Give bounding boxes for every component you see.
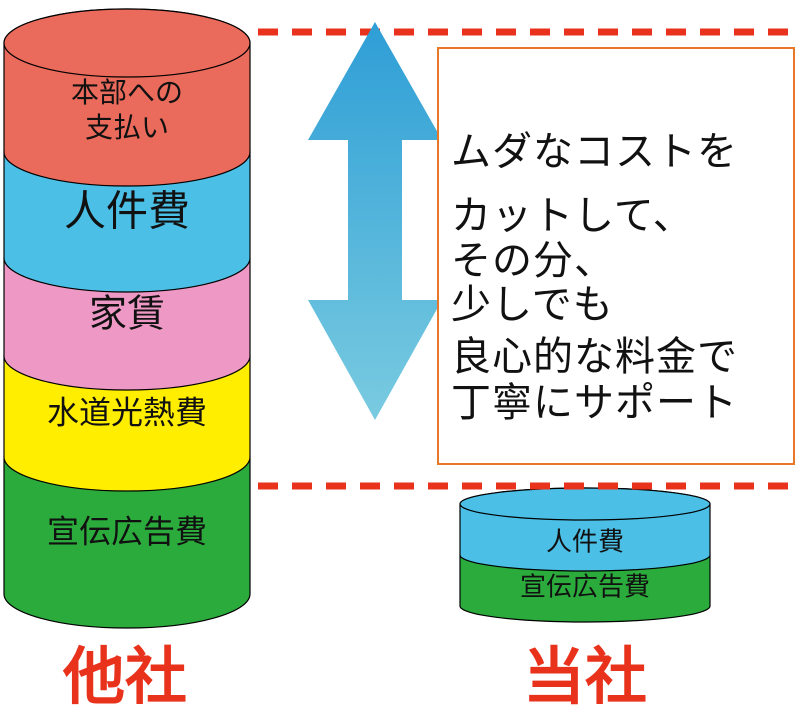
others-company-label: 他社 xyxy=(62,640,187,713)
cylinder-segment-label: 宣伝広告費 xyxy=(47,513,207,551)
message-line: 丁寧にサポート xyxy=(451,380,738,426)
cylinder-segment-label: 水道光熱費 xyxy=(47,394,207,432)
cylinder-segment-label: 宣伝広告費 xyxy=(520,573,650,603)
cylinder-segment-label: 家賃 xyxy=(89,291,165,335)
message-line: カットして、 xyxy=(451,193,694,239)
ours-company-label: 当社 xyxy=(523,640,647,713)
message-line: ムダなコストを xyxy=(451,129,738,175)
message-line: 良心的な料金で xyxy=(451,334,738,380)
message-line: 少しでも xyxy=(451,282,614,328)
cylinder-segment-label: 人件費 xyxy=(546,528,624,558)
cylinder-segment-label: 人件費 xyxy=(64,187,190,236)
cylinder-segment: 本部への支払い xyxy=(3,8,251,187)
cylinder-segment-label: 本部への支払い xyxy=(71,76,183,144)
double-headed-vertical-arrow-icon xyxy=(308,22,442,420)
message-line: その分、 xyxy=(451,238,615,284)
message-box: ムダなコストを カットして、 その分、 少しでも 良心的な料金で 丁寧にサポート xyxy=(437,47,795,465)
cylinder-segment: 人件費 xyxy=(459,487,711,572)
others-cost-stack: 宣伝広告費 水道光熱費 家賃 人件費 本部への支払い xyxy=(3,8,251,629)
